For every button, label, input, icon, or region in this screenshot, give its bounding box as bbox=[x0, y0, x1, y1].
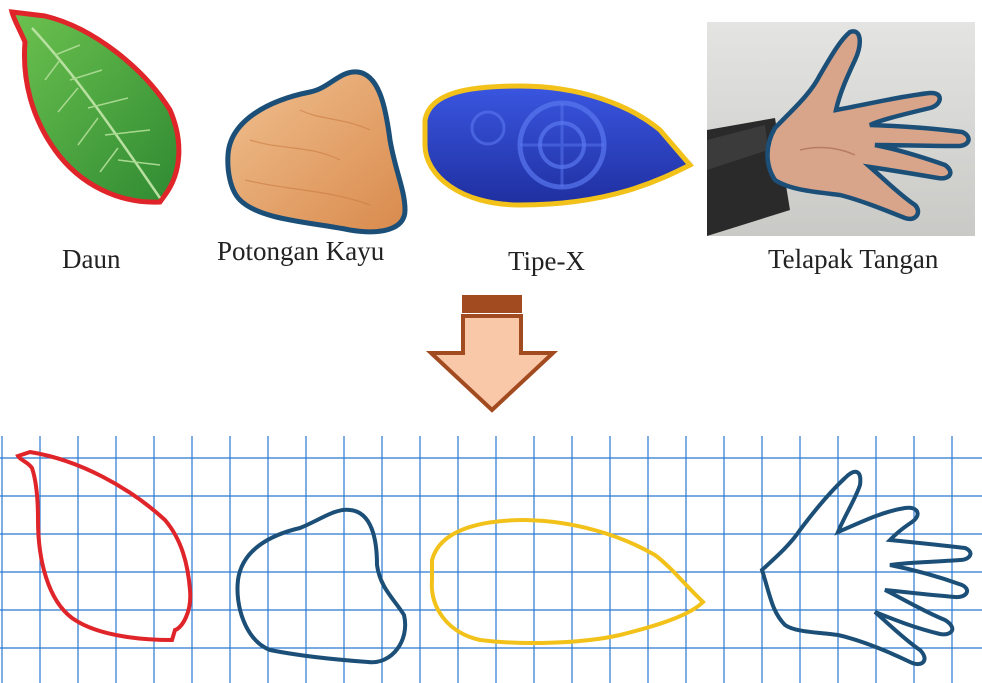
tipe-x-tracing bbox=[432, 520, 703, 643]
palm-photo bbox=[707, 22, 975, 236]
palm-tracing bbox=[762, 472, 970, 664]
grid-paper bbox=[0, 436, 982, 683]
leaf-photo bbox=[12, 12, 179, 202]
caption-potongan-kayu: Potongan Kayu bbox=[217, 236, 384, 267]
caption-tipe-x: Tipe-X bbox=[508, 246, 585, 277]
caption-daun: Daun bbox=[62, 244, 120, 275]
wood-tracing bbox=[237, 510, 405, 662]
tipe-x-photo bbox=[425, 86, 693, 205]
leaf-tracing bbox=[18, 452, 190, 640]
down-arrow-icon bbox=[431, 296, 553, 410]
wood-piece-photo bbox=[228, 72, 405, 232]
caption-telapak-tangan: Telapak Tangan bbox=[768, 244, 938, 275]
